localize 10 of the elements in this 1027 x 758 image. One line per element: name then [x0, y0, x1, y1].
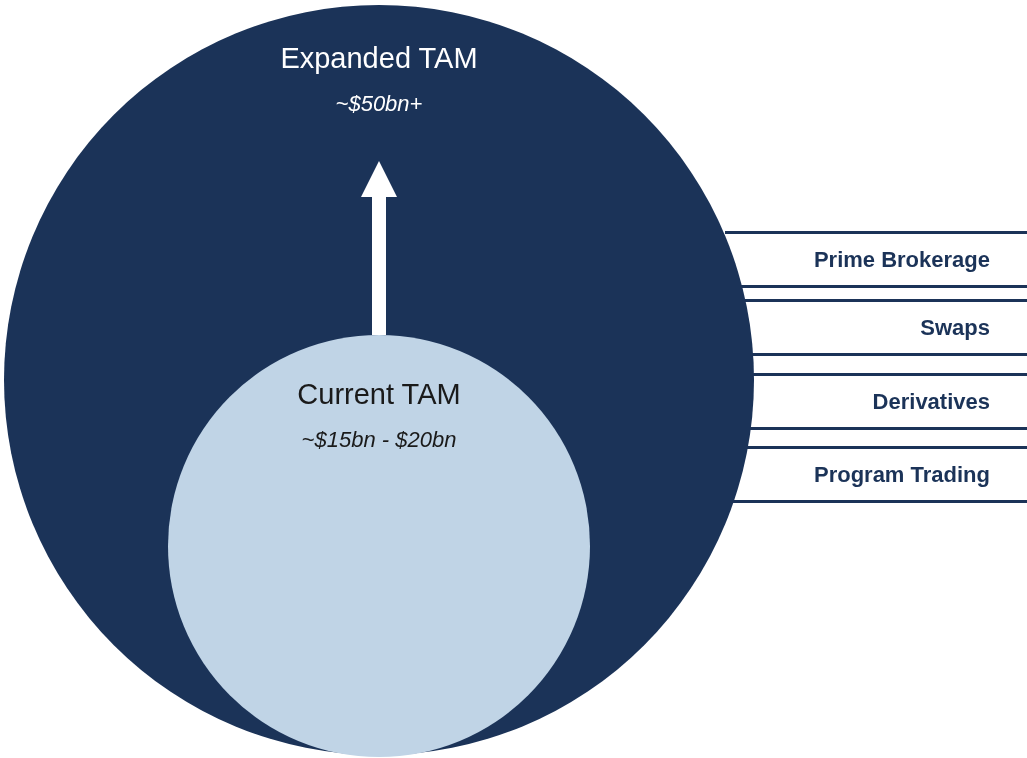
market-value: ~$50bn+ [335, 89, 423, 118]
category-band [725, 231, 1027, 288]
category-label: Swaps [920, 314, 990, 342]
market-value: ~$15bn - $20bn [301, 425, 457, 454]
category-label: Derivatives [872, 388, 990, 416]
category-label: Prime Brokerage [813, 246, 990, 274]
market-title: Expanded TAM [280, 41, 478, 76]
growth-arrow [361, 161, 397, 335]
category-label: Program Trading [813, 461, 990, 489]
market-title: Current TAM [297, 377, 461, 412]
